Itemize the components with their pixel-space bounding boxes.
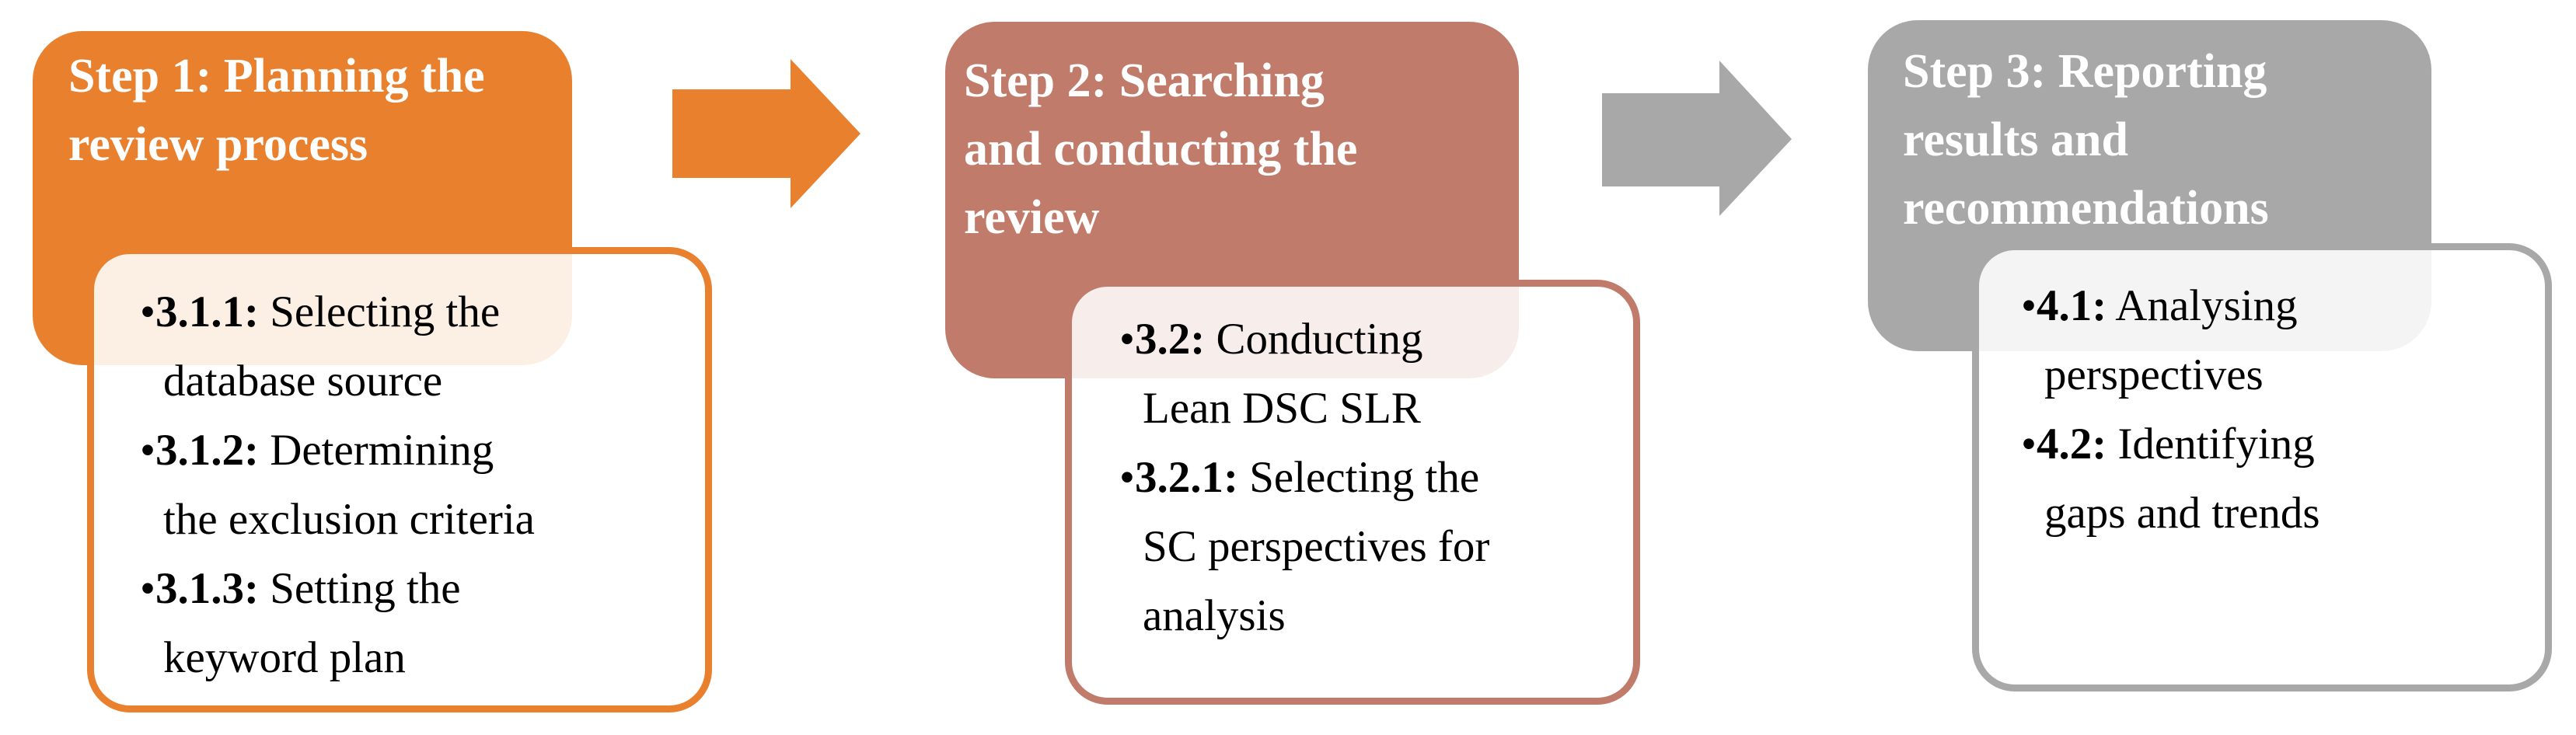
step-3-title: Step 3: Reporting results and recommenda… bbox=[1903, 45, 2269, 235]
arrow-right-icon bbox=[672, 59, 860, 208]
arrow-right-shape bbox=[1602, 61, 1792, 216]
bullet-icon: • bbox=[2021, 281, 2037, 330]
list-item: •3.1.3: Setting the keyword plan bbox=[140, 564, 461, 682]
bullet-icon: • bbox=[2021, 420, 2037, 469]
bullet-icon: • bbox=[1119, 315, 1135, 364]
step-3-bullet-list: •4.1: Analysing perspectives •4.2: Ident… bbox=[2021, 271, 2534, 548]
list-item: •3.1.1: Selecting the database source bbox=[140, 287, 501, 406]
step-3-detail-box bbox=[1972, 243, 2552, 691]
bullet-icon: • bbox=[1119, 453, 1135, 502]
bullet-icon: • bbox=[140, 287, 155, 336]
step-2-bullet-list: •3.2: Conducting Lean DSC SLR •3.2.1: Se… bbox=[1119, 305, 1625, 650]
step-1-bullet-list: •3.1.1: Selecting the database source •3… bbox=[140, 277, 684, 692]
list-item: •3.1.2: Determining the exclusion criter… bbox=[140, 426, 535, 544]
step-2-title: Step 2: Searching and conducting the rev… bbox=[964, 54, 1358, 244]
bullet-icon: • bbox=[140, 426, 155, 475]
list-item: •4.2: Identifying gaps and trends bbox=[2021, 420, 2320, 538]
arrow-right-shape bbox=[672, 59, 860, 208]
step-2-detail-box bbox=[1065, 280, 1640, 705]
list-item: •4.1: Analysing perspectives bbox=[2021, 281, 2298, 399]
arrow-right-icon bbox=[1602, 61, 1792, 216]
bullet-icon: • bbox=[140, 564, 155, 613]
step-1-detail-box bbox=[87, 247, 712, 712]
step-1-title: Step 1: Planning the review process bbox=[68, 50, 485, 171]
list-item: •3.2.1: Selecting the SC perspectives fo… bbox=[1119, 453, 1490, 640]
list-item: •3.2: Conducting Lean DSC SLR bbox=[1119, 315, 1423, 433]
